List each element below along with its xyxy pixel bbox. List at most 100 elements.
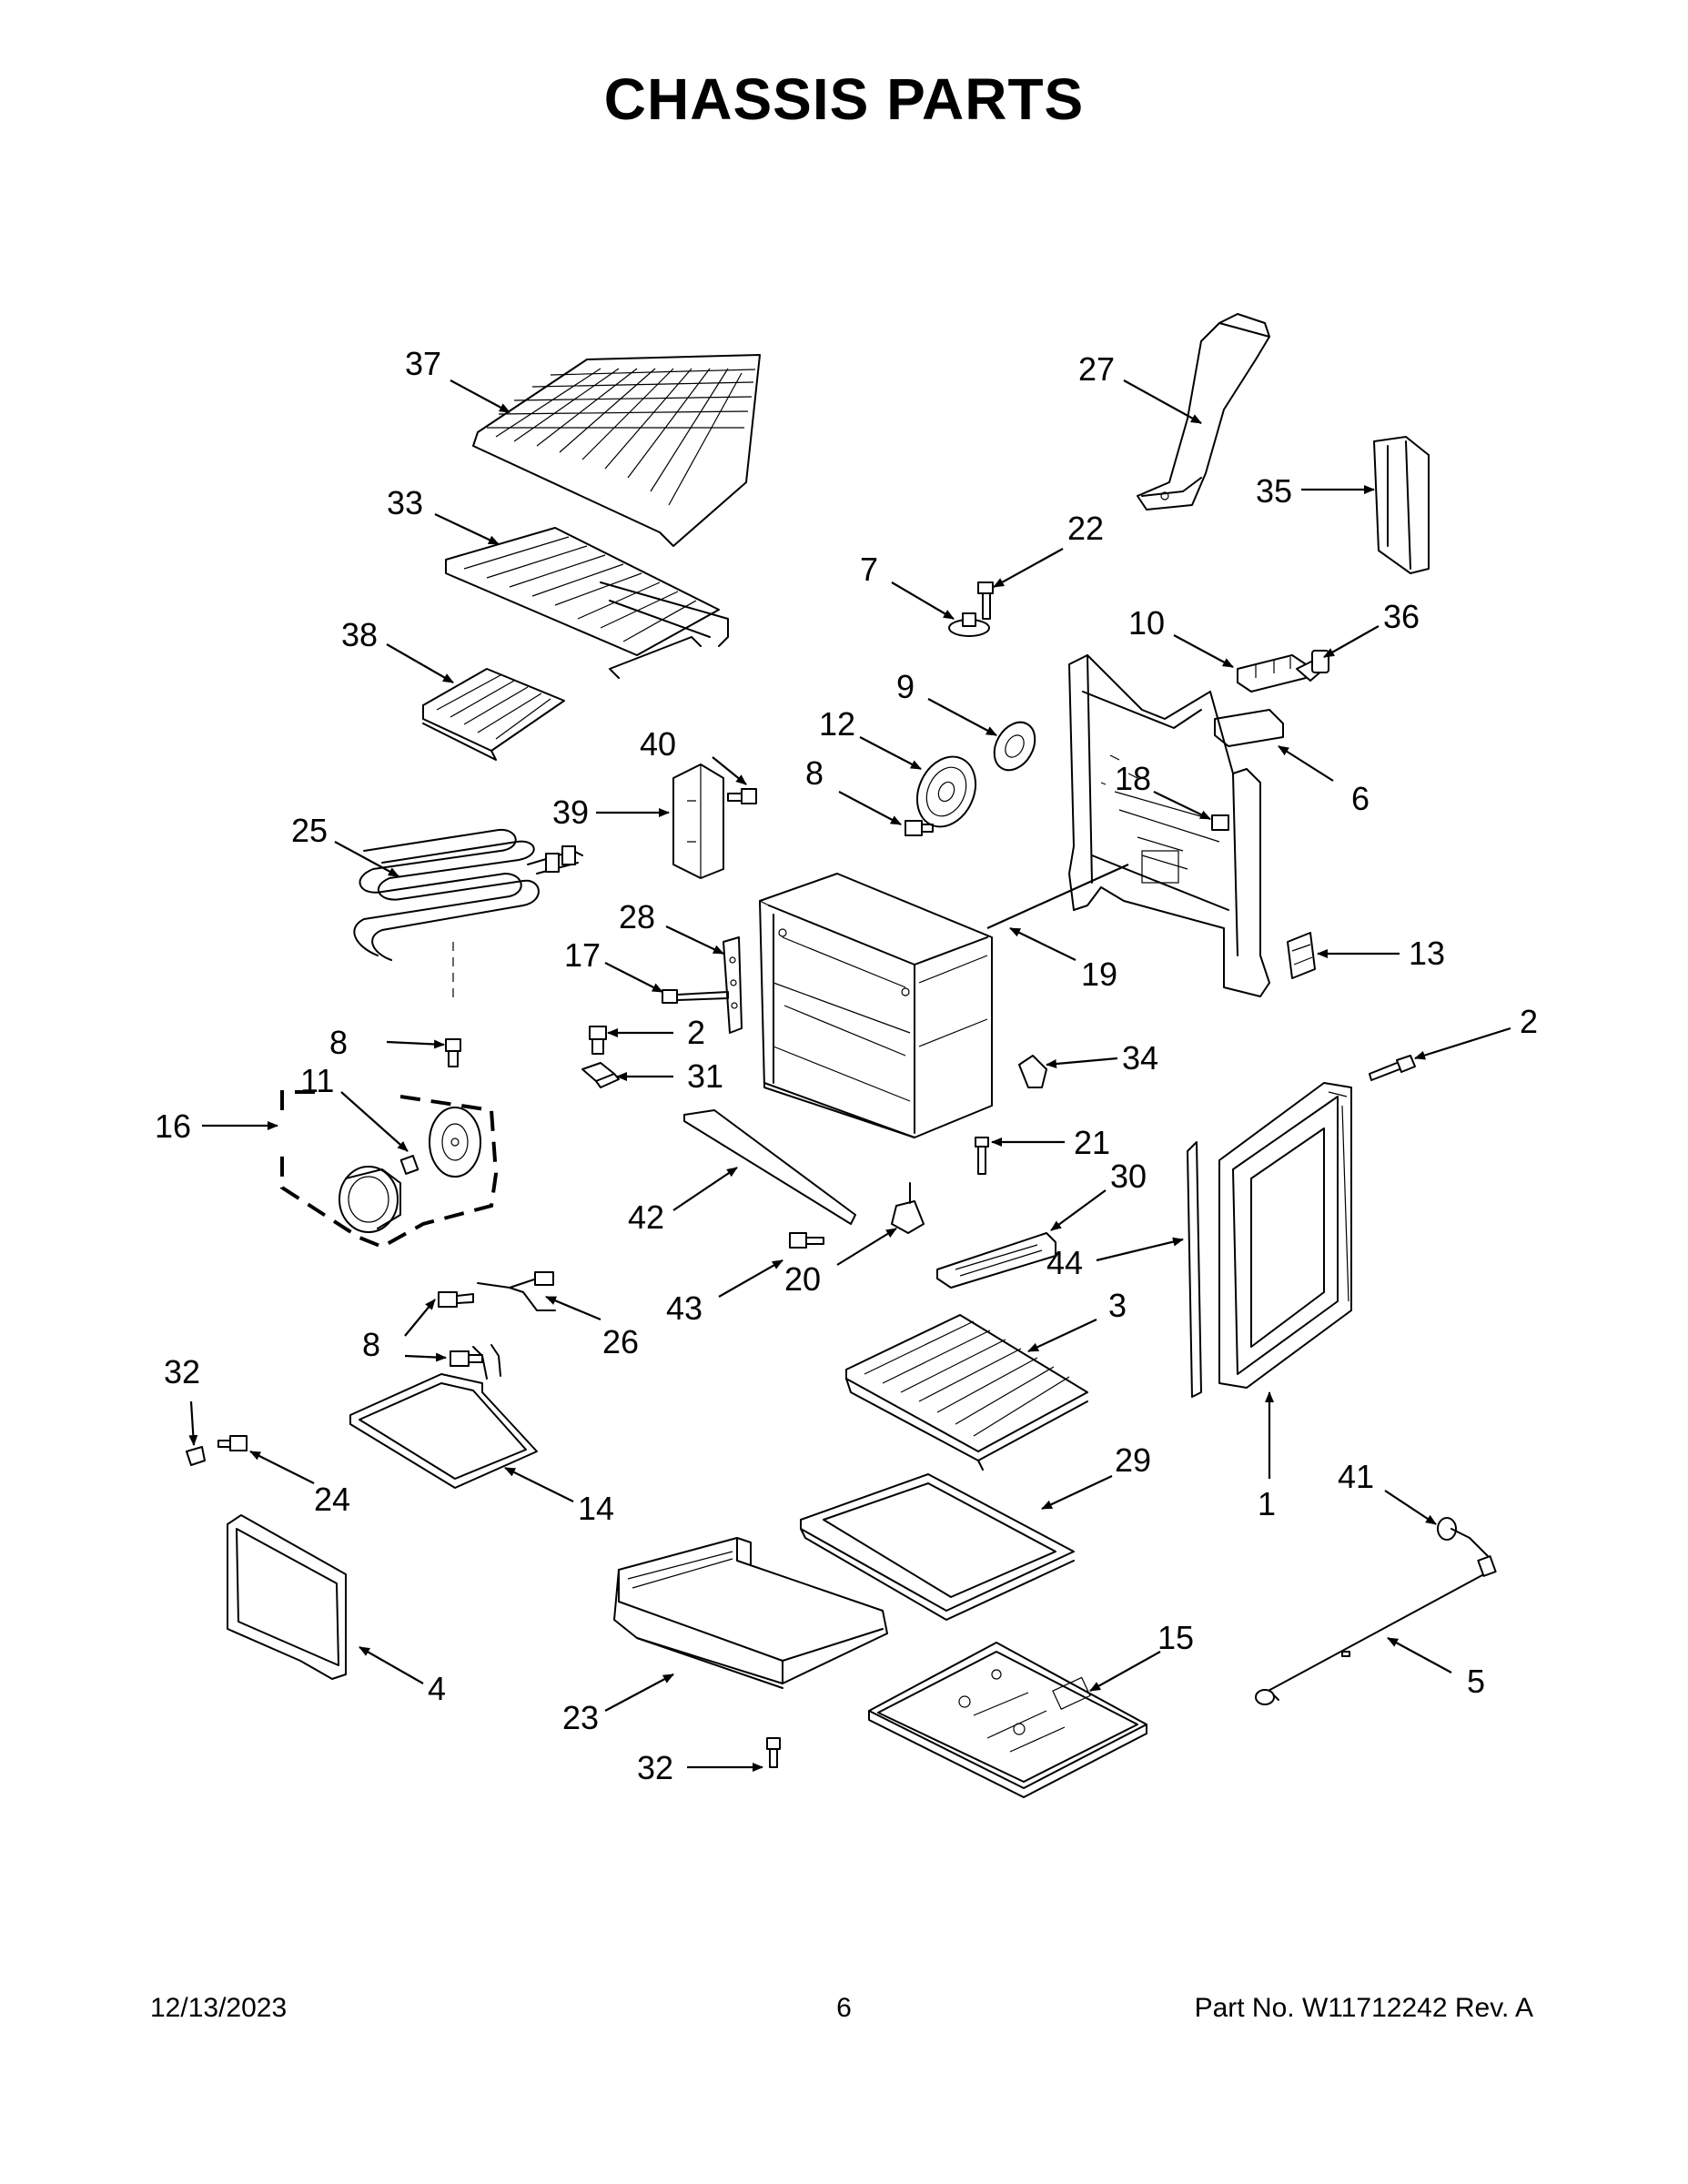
part-8-screw-sensor [438,1291,474,1308]
part-42-rail [683,1109,856,1225]
callout-30: 30 [1110,1158,1147,1195]
part-11-fan-motor [339,1166,401,1233]
callout-4: 4 [428,1670,446,1707]
callout-18: 18 [1115,760,1151,797]
footer-part-number: Part No. W11712242 Rev. A [1194,1993,1533,2023]
part-8-screw-broil [450,1350,483,1367]
callout-16: 16 [155,1107,191,1145]
arrow-2b [1414,1026,1511,1060]
part-9-fan-blade [993,721,1036,772]
part-14-broil-element [349,1344,538,1489]
arrow-37 [450,379,510,413]
callout-9: 9 [896,668,915,705]
part-26-sensor [477,1271,556,1311]
callout-27: 27 [1078,350,1115,388]
footer-date: 12/13/2023 [150,1993,288,2023]
callout-14: 14 [578,1490,614,1527]
arrow-33 [434,513,500,545]
line-19 [986,863,1129,930]
part-5-wire-harness [1255,1528,1497,1705]
part-44-door-gasket [1187,1141,1202,1398]
arrow-29 [1041,1475,1113,1510]
part-24-screw [217,1435,248,1451]
callout-2a: 2 [687,1014,705,1051]
part-16-convection-assembly-box [280,1090,499,1249]
callout-2b: 2 [1520,1003,1538,1040]
arrow-7 [891,581,955,620]
arrow-27 [1123,379,1202,424]
arrow-8c-lower [404,1352,447,1362]
arrow-17 [604,962,663,993]
arrow-18 [1153,791,1211,820]
part-11-motor-shaft [399,1155,419,1175]
callout-labels: 37 27 35 33 22 7 10 36 38 9 12 6 40 8 18… [155,345,1538,1786]
arrow-28 [665,925,724,955]
arrow-5 [1387,1637,1452,1673]
part-4-gasket [227,1514,347,1680]
callout-41: 41 [1338,1458,1374,1495]
callout-21: 21 [1074,1124,1110,1161]
arrow-12 [859,736,922,770]
arrow-9 [927,698,997,736]
arrow-20 [836,1228,897,1266]
arrow-19 [1009,927,1076,961]
part-2-screw-right [1369,1055,1416,1081]
callout-3: 3 [1108,1287,1127,1324]
part-15-bottom-panel [868,1642,1147,1798]
callout-29: 29 [1115,1441,1151,1479]
callout-20: 20 [784,1260,821,1298]
callout-17: 17 [564,936,601,974]
part-35-side-panel [1373,436,1430,574]
callout-5: 5 [1467,1663,1485,1700]
part-37-oven-rack [472,354,761,547]
part-12-convection-fan [915,755,977,828]
arrow-4 [359,1646,424,1684]
callout-15: 15 [1157,1619,1194,1656]
arrow-6 [1278,745,1334,782]
part-32-screw-left [186,1446,206,1466]
callout-32b: 32 [637,1749,673,1786]
part-41-grommet [1437,1517,1457,1541]
part-40-screw [727,788,757,804]
callout-39: 39 [552,794,589,831]
arrow-11 [340,1091,409,1152]
arrow-8a [838,791,902,825]
callout-1: 1 [1258,1485,1276,1522]
arrow-34 [1046,1057,1118,1068]
part-3-lower-rack [845,1314,1088,1471]
callout-28: 28 [619,898,655,935]
callout-38: 38 [341,616,378,653]
arrow-22 [993,548,1064,588]
part-33-extension-rack [445,527,729,679]
part-34-clip [1018,1055,1047,1088]
part-22-screw [977,581,994,620]
arrow-32a [188,1400,198,1446]
arrow-36 [1323,625,1380,658]
part-6-terminal-bracket [1214,709,1284,747]
callout-8a: 8 [805,754,824,792]
callout-6: 6 [1351,780,1370,817]
callout-22: 22 [1067,510,1104,547]
callout-11: 11 [300,1062,334,1099]
part-17-screw [662,989,729,1004]
arrow-30 [1050,1189,1107,1231]
part-29-tray [800,1473,1075,1621]
callout-24: 24 [314,1481,350,1518]
callout-8b: 8 [329,1024,348,1061]
footer-page-number: 6 [836,1993,852,2023]
part-39-cover [672,763,724,879]
callout-40: 40 [640,725,676,763]
arrow-14 [504,1467,574,1502]
callout-43: 43 [666,1289,702,1327]
callout-12: 12 [819,705,855,743]
callout-34: 34 [1122,1039,1158,1077]
callout-8c: 8 [362,1326,380,1363]
callout-25: 25 [291,812,328,849]
arrow-40 [712,756,747,785]
part-31-clip [581,1062,620,1088]
part-11-fan-housing [429,1107,481,1178]
part-10-terminal-block [1237,654,1307,693]
arrow-25 [334,841,399,877]
callout-13: 13 [1409,935,1445,972]
arrow-43 [718,1259,783,1298]
